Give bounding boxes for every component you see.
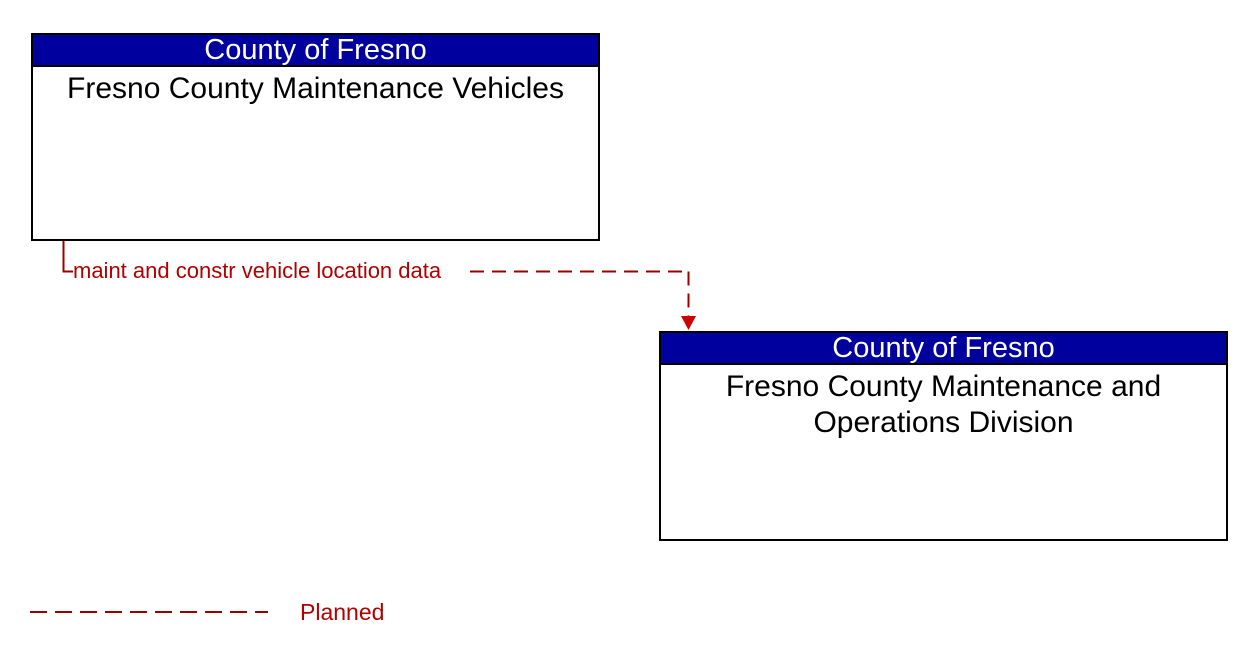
flow-line-source-stub — [62, 241, 73, 273]
flow-label: maint and constr vehicle location data — [73, 258, 442, 283]
entity-body-destination: Fresno County Maintenance and Operations… — [661, 365, 1226, 441]
entity-body-source: Fresno County Maintenance Vehicles — [33, 67, 598, 107]
entity-header-destination: County of Fresno — [661, 333, 1226, 365]
arrowhead-down-icon — [681, 316, 696, 330]
entity-box-source[interactable]: County of Fresno Fresno County Maintenan… — [31, 33, 600, 241]
entity-name: Fresno County Maintenance and Operations… — [725, 370, 1162, 439]
entity-group-name: County of Fresno — [832, 333, 1055, 364]
entity-header-source: County of Fresno — [33, 35, 598, 67]
entity-box-destination[interactable]: County of Fresno Fresno County Maintenan… — [659, 331, 1228, 541]
entity-name: Fresno County Maintenance Vehicles — [67, 72, 564, 105]
legend-planned-label: Planned — [300, 599, 385, 625]
entity-group-name: County of Fresno — [204, 35, 427, 66]
